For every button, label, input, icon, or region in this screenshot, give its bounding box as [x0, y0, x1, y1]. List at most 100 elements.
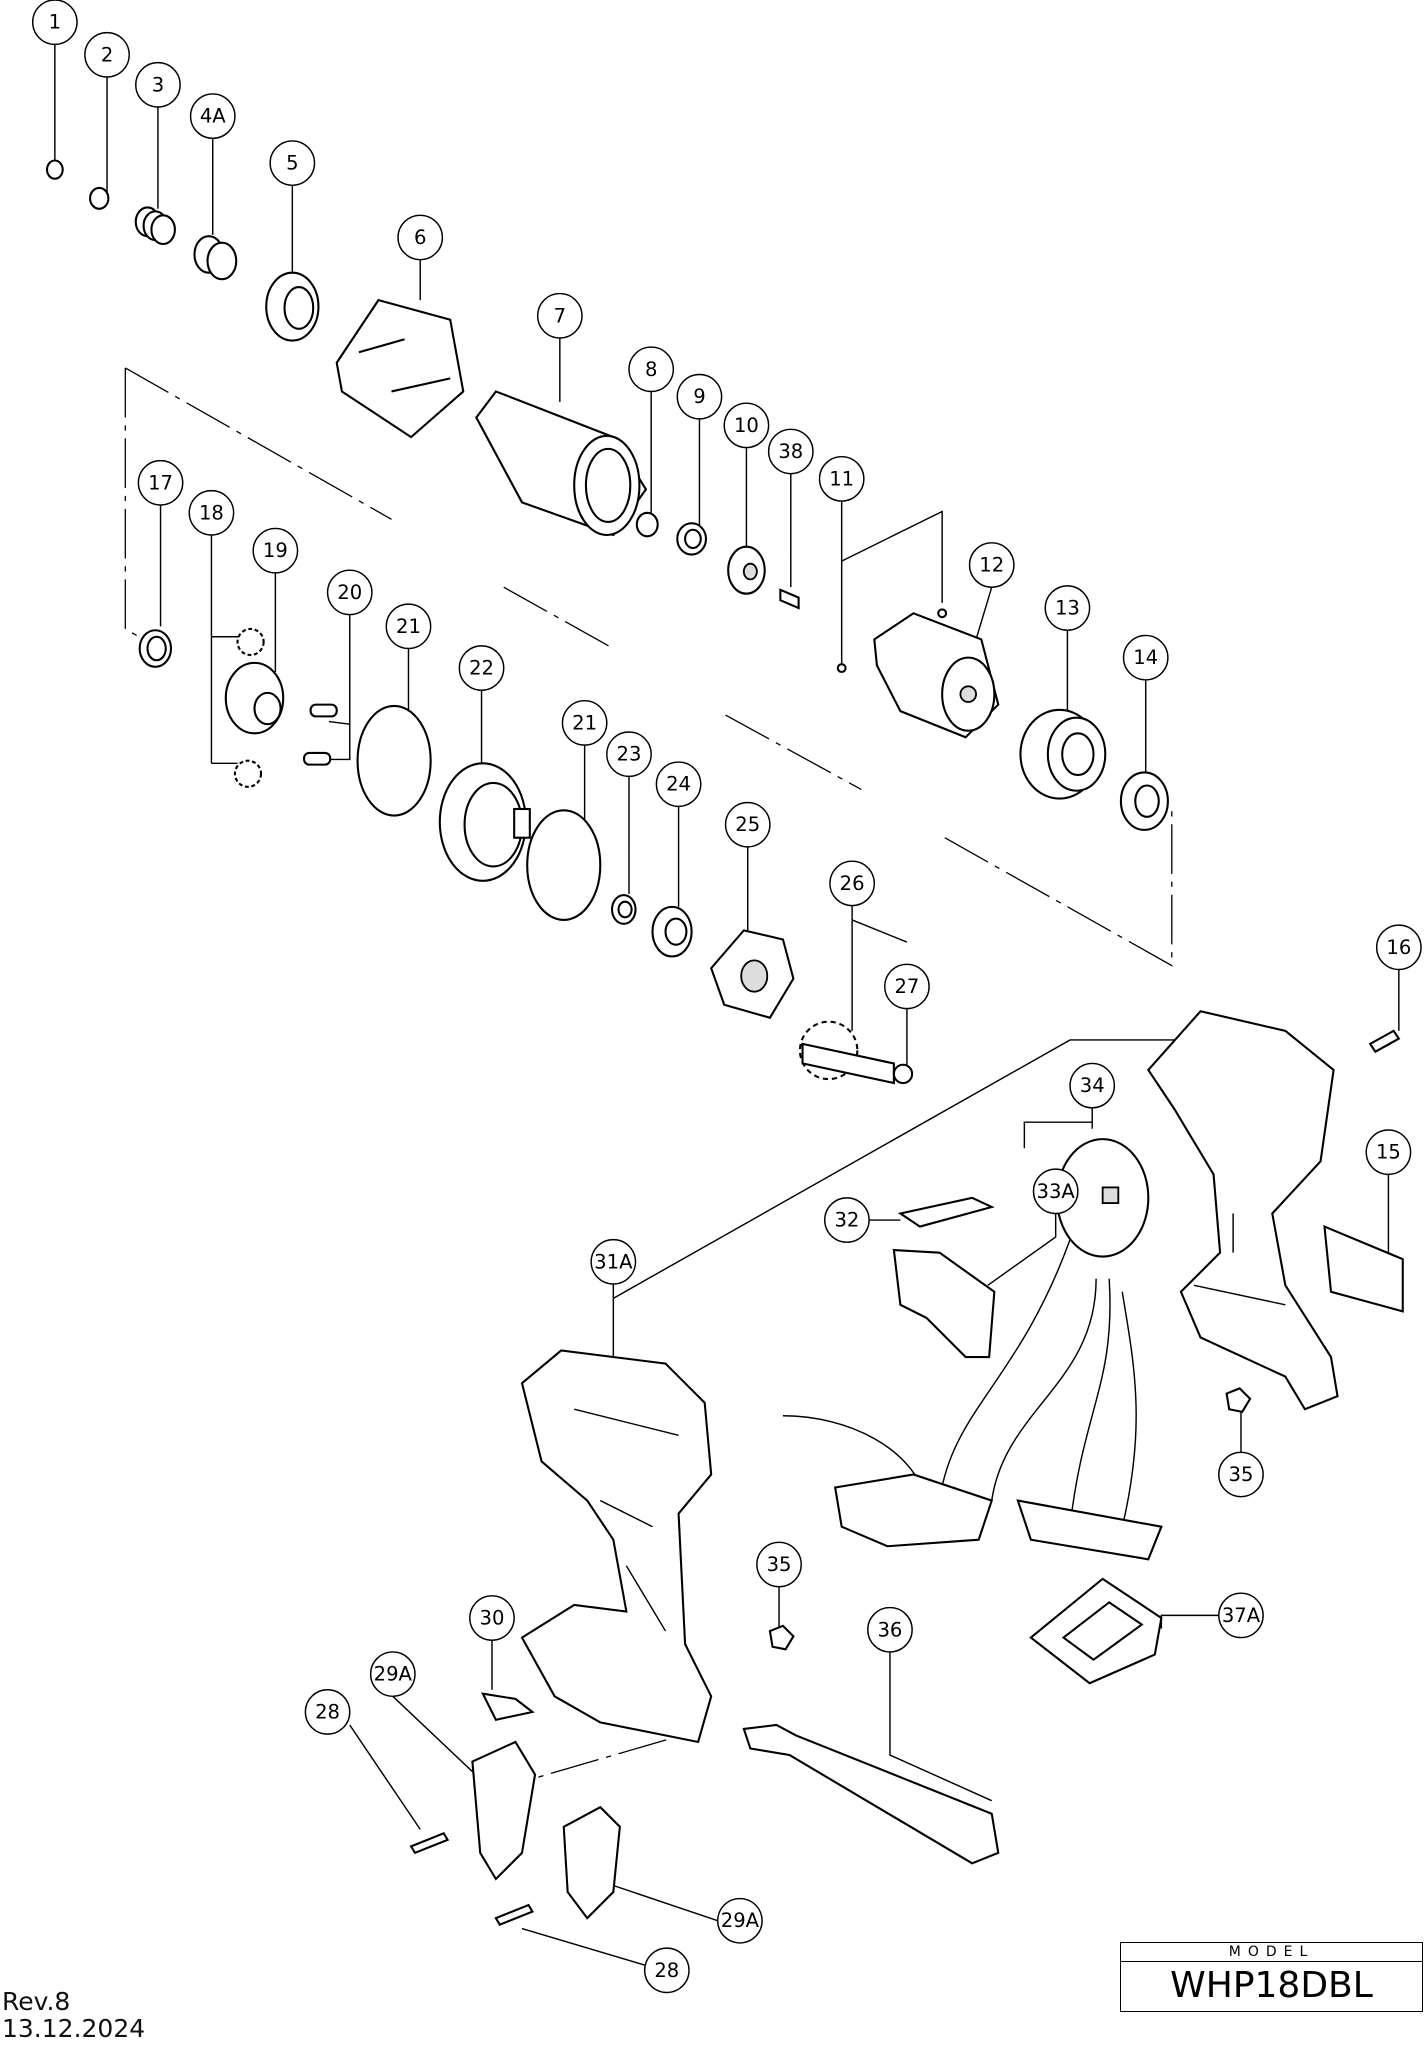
- callout-circle: [628, 346, 675, 393]
- callout-circle: [655, 761, 702, 808]
- callout-number: 21: [572, 711, 597, 734]
- callout-number: 31A: [594, 1250, 633, 1273]
- callout: 27: [884, 963, 930, 1010]
- callout-circle: [1218, 1451, 1264, 1498]
- callout-labels: 1234A56789103811121314171819202122212324…: [31, 0, 1422, 1994]
- callout-circle: [269, 140, 316, 187]
- callout-number: 16: [1386, 936, 1411, 959]
- callout-number: 3: [152, 73, 164, 96]
- callout-number: 29A: [374, 1663, 413, 1686]
- callout-circle: [458, 645, 505, 691]
- callout-number: 5: [286, 152, 298, 175]
- callout: 28: [304, 1689, 351, 1735]
- callout-number: 1: [49, 11, 61, 34]
- callout-circle: [1032, 1168, 1079, 1215]
- callout-circle: [1044, 585, 1091, 631]
- callout-number: 33A: [1037, 1180, 1076, 1203]
- callout-circle: [1122, 634, 1169, 681]
- part-1-retaining-ring: [45, 159, 64, 180]
- callout: 29A: [717, 1897, 763, 1944]
- callout-number: 22: [469, 657, 494, 680]
- callout: 35: [756, 1541, 802, 1588]
- callout-circle: [84, 31, 130, 78]
- wiring-harness: [782, 1239, 1163, 1561]
- callout: 24: [655, 761, 702, 808]
- callout-circle: [968, 542, 1015, 588]
- callout-circle: [590, 1238, 637, 1285]
- part-20-pin: [303, 751, 332, 766]
- callout-circle: [304, 1689, 351, 1735]
- callout-number: 12: [979, 553, 1004, 576]
- callout-number: 6: [414, 226, 426, 249]
- callout-circle: [676, 373, 723, 420]
- callout-number: 35: [767, 1553, 792, 1576]
- callout-number: 15: [1376, 1141, 1401, 1164]
- part-18-gear: [233, 759, 263, 788]
- callout-number: 20: [337, 581, 362, 604]
- part-23-washer: [610, 894, 637, 925]
- part-22-internal-gear: [438, 762, 531, 882]
- part-21-o-ring: [526, 809, 602, 921]
- callout-circle: [397, 214, 444, 261]
- callout: 38: [767, 428, 814, 475]
- part-19-spindle: [224, 661, 285, 735]
- callout-circle: [643, 1947, 690, 1994]
- part-9-washer: [676, 522, 708, 556]
- part-8-washer: [635, 511, 659, 538]
- model-label: MODEL: [1121, 1943, 1422, 1962]
- callout: 31A: [590, 1238, 637, 1285]
- part-36-strap: [742, 1723, 1000, 1865]
- callout-circle: [724, 801, 771, 848]
- callout: 36: [867, 1606, 913, 1653]
- callout-circle: [561, 699, 608, 746]
- callout: 4A: [189, 93, 236, 140]
- callout: 23: [606, 731, 652, 778]
- part-4a-sleeve: [193, 235, 238, 281]
- callout: 12: [968, 542, 1015, 588]
- callout: 15: [1365, 1129, 1412, 1176]
- model-box: MODEL WHP18DBL: [1120, 1942, 1423, 2012]
- callout: 1: [31, 0, 78, 46]
- callout-number: 21: [396, 615, 421, 638]
- callout-number: 8: [645, 358, 657, 381]
- callout-number: 34: [1080, 1074, 1105, 1097]
- callout: 14: [1122, 634, 1169, 681]
- callout: 25: [724, 801, 771, 848]
- part-28-screw: [494, 1903, 534, 1926]
- part-7-hammer-case: [475, 390, 648, 537]
- part-31a-housing-set-left: [520, 1349, 713, 1744]
- part-12-motor: [836, 608, 1000, 739]
- callout: 5: [269, 140, 316, 187]
- part-35-nut: [768, 1624, 795, 1651]
- callout-circle: [723, 402, 770, 449]
- callout-circle: [469, 1595, 515, 1641]
- callout-number: 7: [554, 304, 566, 327]
- part-24-bearing: [651, 905, 693, 958]
- callout-circle: [1375, 924, 1422, 971]
- part-2-washer: [89, 186, 110, 210]
- callout-circle: [717, 1897, 763, 1944]
- callout: 10: [723, 402, 770, 449]
- callout: 3: [135, 61, 181, 108]
- callout: 22: [458, 645, 505, 691]
- part-5-ring: [265, 271, 320, 342]
- callout: 2: [84, 31, 130, 78]
- callout-number: 27: [894, 975, 919, 998]
- part-25-bearing-holder: [710, 929, 795, 1020]
- callout-number: 36: [878, 1618, 903, 1641]
- callout-number: 30: [480, 1607, 505, 1630]
- part-37a-battery-terminal-cover: [1029, 1577, 1163, 1685]
- callout-number: 14: [1133, 646, 1158, 669]
- callout-circle: [829, 860, 876, 907]
- callout-circle: [818, 455, 865, 502]
- revision-info: Rev.8 13.12.2024: [2, 1988, 145, 2042]
- callout: 21: [561, 699, 608, 746]
- callout-number: 18: [199, 501, 224, 524]
- callout-circle: [1069, 1062, 1116, 1109]
- revision-date: 13.12.2024: [2, 2014, 146, 2043]
- callout: 11: [818, 455, 865, 502]
- callout: 8: [628, 346, 675, 393]
- callout-circle: [884, 963, 930, 1010]
- callout-number: 38: [778, 440, 803, 463]
